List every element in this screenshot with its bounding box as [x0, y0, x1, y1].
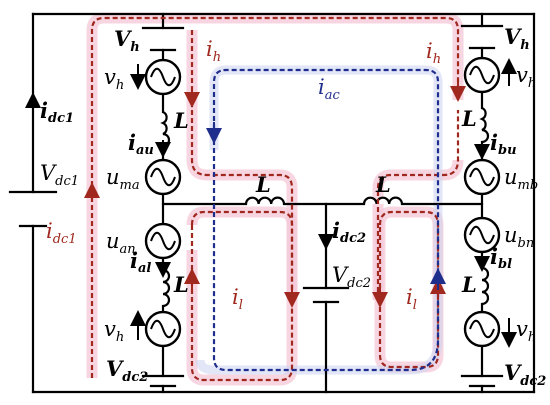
label-i-dc1-top: idc1	[40, 98, 74, 126]
label-i-l-right: il	[406, 285, 417, 313]
label-L-mid-right: L	[375, 172, 391, 197]
wires	[31, 12, 536, 394]
label-V-dc2-bl: Vdc2	[106, 356, 148, 385]
label-L-bu: L	[461, 106, 477, 131]
label-i-bl: ibl	[490, 244, 512, 272]
ac-loop-iac	[212, 68, 440, 372]
vh-battery-top-left	[141, 26, 185, 52]
label-i-h-left: ih	[206, 37, 221, 65]
label-vh-source-br: vh	[516, 317, 536, 345]
label-vh-top-left: Vh	[114, 26, 140, 55]
label-i-dc1-red: idc1	[46, 219, 77, 247]
label-i-l-left: il	[232, 285, 243, 313]
direction-arrows	[25, 58, 517, 348]
vdc2-battery-bottom-right	[460, 374, 504, 388]
label-V-dc1: Vdc1	[40, 161, 79, 189]
label-i-ac: iac	[318, 75, 340, 103]
source-uma	[144, 158, 182, 196]
source-vh-top-right	[463, 56, 501, 94]
vdc2-battery-mid	[302, 286, 350, 304]
label-L-al: L	[173, 272, 189, 297]
label-vh-source-bl: vh	[104, 317, 124, 345]
label-u-mb: umb	[504, 165, 538, 193]
inductor-bl	[481, 266, 490, 306]
inductor-au	[160, 110, 171, 148]
label-i-dc2: idc2	[332, 218, 366, 246]
vdc2-battery-bottom-left	[141, 374, 185, 388]
source-uan	[144, 222, 182, 260]
label-vh-source-tl: vh	[104, 65, 124, 93]
inductor-bu	[479, 106, 490, 144]
label-u-an: uan	[106, 229, 136, 257]
label-L-au: L	[173, 108, 189, 133]
label-V-dc2-mid: Vdc2	[332, 263, 371, 291]
harmonic-loop-ih	[90, 16, 460, 378]
source-umb	[463, 158, 501, 196]
source-vh-top-left	[144, 58, 182, 96]
source-vh-bottom-left	[144, 310, 182, 348]
inductor-mid-right	[362, 196, 404, 205]
vdc1-battery	[8, 190, 58, 228]
inductor-al	[162, 268, 171, 308]
source-vh-bottom-right	[463, 310, 501, 348]
local-loop-il-right	[378, 210, 440, 369]
local-loop-il-left	[190, 210, 294, 382]
inductor-mid-left	[244, 196, 286, 205]
label-i-au: iau	[128, 130, 154, 158]
label-vh-source-tr: vh	[516, 63, 536, 91]
label-L-bl: L	[461, 272, 477, 297]
label-i-h-right: ih	[426, 39, 441, 67]
label-i-bu: ibu	[490, 130, 517, 158]
label-V-dc2-br: Vdc2	[504, 360, 546, 389]
label-i-al: ial	[130, 248, 151, 276]
label-L-mid-left: L	[255, 172, 271, 197]
vh-battery-top-right	[460, 24, 504, 50]
label-u-bn: ubn	[504, 223, 534, 251]
label-u-ma: uma	[106, 165, 140, 193]
source-ubn	[463, 216, 501, 254]
label-vh-top-right: Vh	[504, 24, 530, 53]
